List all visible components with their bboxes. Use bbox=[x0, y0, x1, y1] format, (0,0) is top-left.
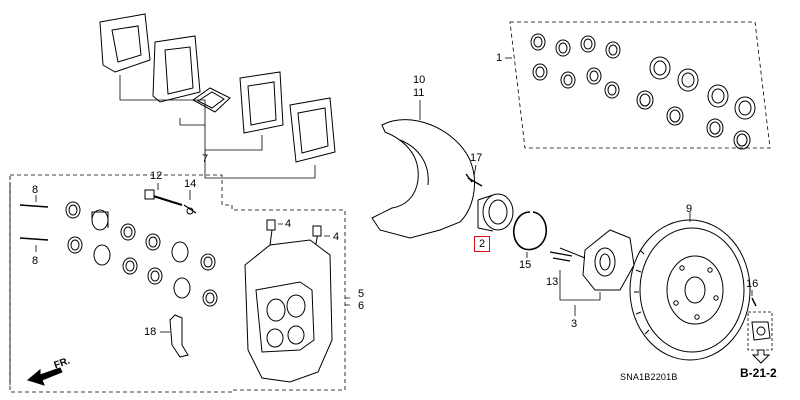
callout-5: 5 bbox=[358, 288, 365, 300]
callout-1: 1 bbox=[496, 52, 503, 64]
callout-10: 10 bbox=[413, 74, 426, 86]
snap-ring bbox=[512, 211, 547, 251]
callout-4b: 4 bbox=[333, 231, 340, 243]
hub-assembly bbox=[559, 229, 635, 291]
callout-11: 11 bbox=[413, 87, 425, 99]
diagram-reference-code: SNA1B2201B bbox=[620, 372, 678, 382]
callout-14: 14 bbox=[184, 178, 197, 190]
callout-15: 15 bbox=[519, 259, 532, 271]
callout-8b: 8 bbox=[32, 255, 39, 267]
caliper-body bbox=[244, 219, 333, 383]
seal-kit bbox=[509, 21, 771, 150]
callout-16: 16 bbox=[746, 278, 759, 290]
callout-2-highlight[interactable]: 2 bbox=[474, 236, 491, 252]
callout-18: 18 bbox=[144, 326, 157, 338]
callout-9: 9 bbox=[686, 203, 693, 215]
hub-bearing bbox=[477, 193, 514, 232]
section-reference[interactable]: B-21-2 bbox=[740, 366, 777, 380]
disc-rotor bbox=[629, 219, 751, 361]
callout-7: 7 bbox=[202, 153, 209, 165]
callout-13: 13 bbox=[546, 276, 559, 288]
callout-12: 12 bbox=[150, 170, 163, 182]
pad-spring bbox=[169, 314, 189, 358]
callout-4a: 4 bbox=[285, 218, 292, 230]
front-direction-arrow bbox=[26, 367, 63, 386]
pistons-and-seals bbox=[65, 201, 218, 307]
callout-3: 3 bbox=[571, 318, 578, 330]
brake-pad-set bbox=[99, 13, 336, 163]
splash-shield bbox=[371, 119, 476, 239]
callout-6: 6 bbox=[358, 300, 365, 312]
callout-8a: 8 bbox=[32, 184, 39, 196]
callout-17: 17 bbox=[470, 152, 483, 164]
